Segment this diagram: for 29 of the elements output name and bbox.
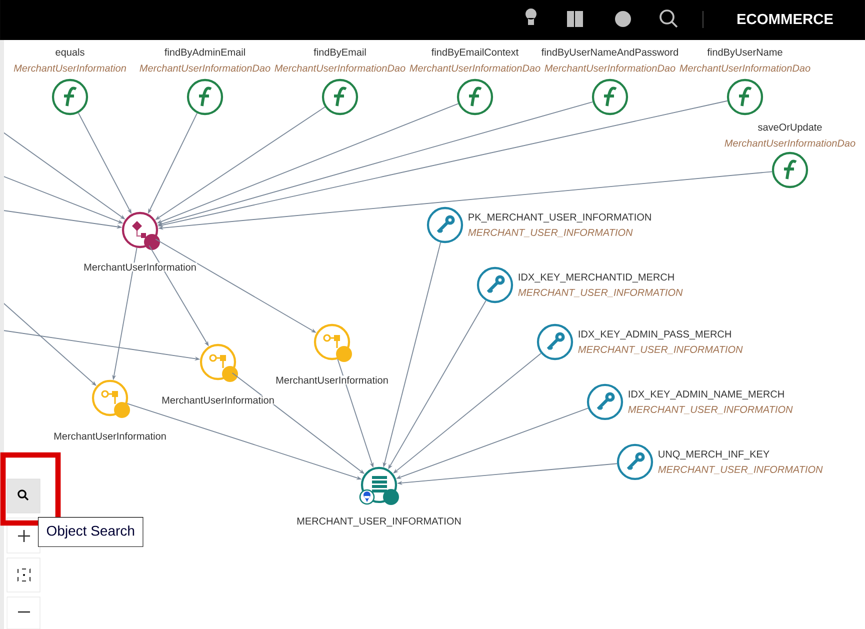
owner-label: MERCHANT_USER_INFORMATION [517, 288, 684, 298]
node-label: MerchantUserInformation [160, 396, 276, 404]
node-label: MERCHANT_USER_INFORMATION [296, 516, 462, 528]
node-label: IDX_KEY_ADMIN_NAME_MERCH [627, 390, 786, 400]
owner-label: MERCHANT_USER_INFORMATION [577, 345, 744, 355]
owner-label: MERCHANT_USER_INFORMATION [657, 465, 824, 475]
node-label: findByUserNameAndPassword [540, 48, 680, 58]
owner-label: MerchantUserInformationDao [678, 64, 812, 72]
owner-label: MERCHANT_USER_INFORMATION [627, 405, 794, 415]
owner-label: MerchantUserInformationDao [544, 64, 676, 72]
node-label: findByUserName [706, 48, 784, 58]
node-label: PK_MERCHANT_USER_INFORMATION [467, 212, 652, 224]
owner-label: MerchantUserInformation [12, 64, 128, 72]
owner-label: MerchantUserInformationDao [724, 138, 856, 148]
node-label: MerchantUserInformation [274, 376, 390, 384]
node-label: findByAdminEmail [164, 48, 246, 58]
owner-label: MerchantUserInformationDao [274, 64, 406, 72]
node-label: MerchantUserInformation [82, 262, 198, 272]
owner-label: MerchantUserInformationDao [408, 64, 542, 72]
node-label: equals [54, 48, 86, 58]
node-label: saveOrUpdate [757, 122, 823, 134]
app-title: ECOMMERCE [738, 14, 833, 24]
owner-label: MerchantUserInformationDao [138, 64, 272, 72]
owner-label: MERCHANT_USER_INFORMATION [467, 228, 634, 238]
node-label: IDX_KEY_MERCHANTID_MERCH [517, 272, 676, 284]
node-label: findByEmail [312, 48, 368, 58]
node-label: MerchantUserInformation [52, 432, 168, 440]
node-label: IDX_KEY_ADMIN_PASS_MERCH [577, 330, 732, 340]
node-label: findByEmailContext [430, 48, 520, 58]
